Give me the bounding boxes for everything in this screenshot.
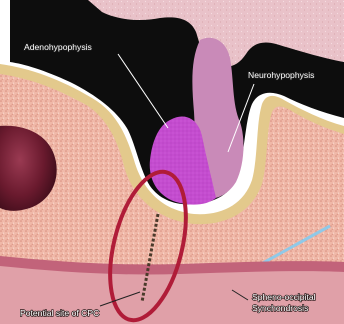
label-adenohypophysis: Adenohypophysis <box>24 42 92 52</box>
left-margin <box>0 0 10 62</box>
label-potential-site: Potential site of CPC <box>20 308 99 318</box>
label-synchondrosis-1: Spheno-occipital <box>252 292 316 302</box>
label-neurohypophysis: Neurohypophysis <box>248 70 314 80</box>
label-synchondrosis-2: Synchondrosis <box>252 303 308 313</box>
